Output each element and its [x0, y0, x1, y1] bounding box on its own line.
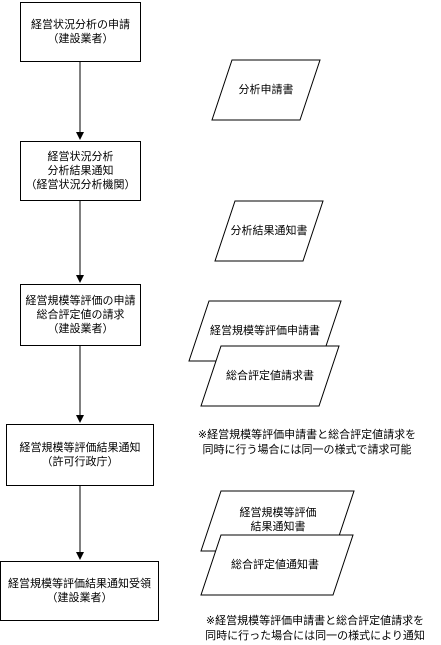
step-analysis-result-notice-label: 経営状況分析 分析結果通知 （経営状況分析機関）: [25, 150, 136, 191]
step-scale-evaluation-application: 経営規模等評価の申請 総合評定値の請求 （建設業者）: [20, 284, 141, 346]
step-analysis-application-label: 経営状況分析の申請 （建設業者）: [31, 18, 130, 45]
doc-shape-analysis-result: [214, 200, 324, 262]
step-evaluation-result-receipt: 経営規模等評価結果通知受領 （建設業者）: [0, 561, 159, 621]
note-same-form-request: ※経営規模等評価申請書と総合評定値請求を 同時に行う場合には同一の様式で請求可能: [197, 428, 417, 456]
step-evaluation-result-notice-label: 経営規模等評価結果通知 （許可行政庁）: [19, 441, 141, 468]
step-evaluation-result-receipt-label: 経営規模等評価結果通知受領 （建設業者）: [8, 577, 151, 604]
doc-total-rating-notice-label: 総合評定値通知書: [231, 558, 319, 571]
doc-shape-total-rating-request: [200, 345, 340, 407]
note-same-form-notice: ※経営規模等評価申請書と総合評定値請求を 同時に行った場合には同一の様式により通…: [205, 614, 425, 642]
step-evaluation-result-notice: 経営規模等評価結果通知 （許可行政庁）: [6, 424, 154, 486]
doc-scale-evaluation-application-label: 経営規模等評価申請書: [210, 324, 320, 337]
doc-analysis-result-label: 分析結果通知書: [230, 224, 308, 237]
doc-shape-analysis-application: [211, 59, 321, 121]
step-analysis-application: 経営状況分析の申請 （建設業者）: [20, 2, 141, 62]
doc-evaluation-result-notice-label: 経営規模等評価 結果通知書: [239, 506, 317, 533]
doc-total-rating-request-label: 総合評定値請求書: [226, 369, 314, 382]
doc-shape-total-rating-notice: [200, 534, 354, 596]
doc-analysis-application-label: 分析申請書: [238, 83, 294, 96]
step-scale-evaluation-application-label: 経営規模等評価の申請 総合評定値の請求 （建設業者）: [25, 294, 136, 335]
step-analysis-result-notice: 経営状況分析 分析結果通知 （経営状況分析機関）: [20, 141, 141, 201]
